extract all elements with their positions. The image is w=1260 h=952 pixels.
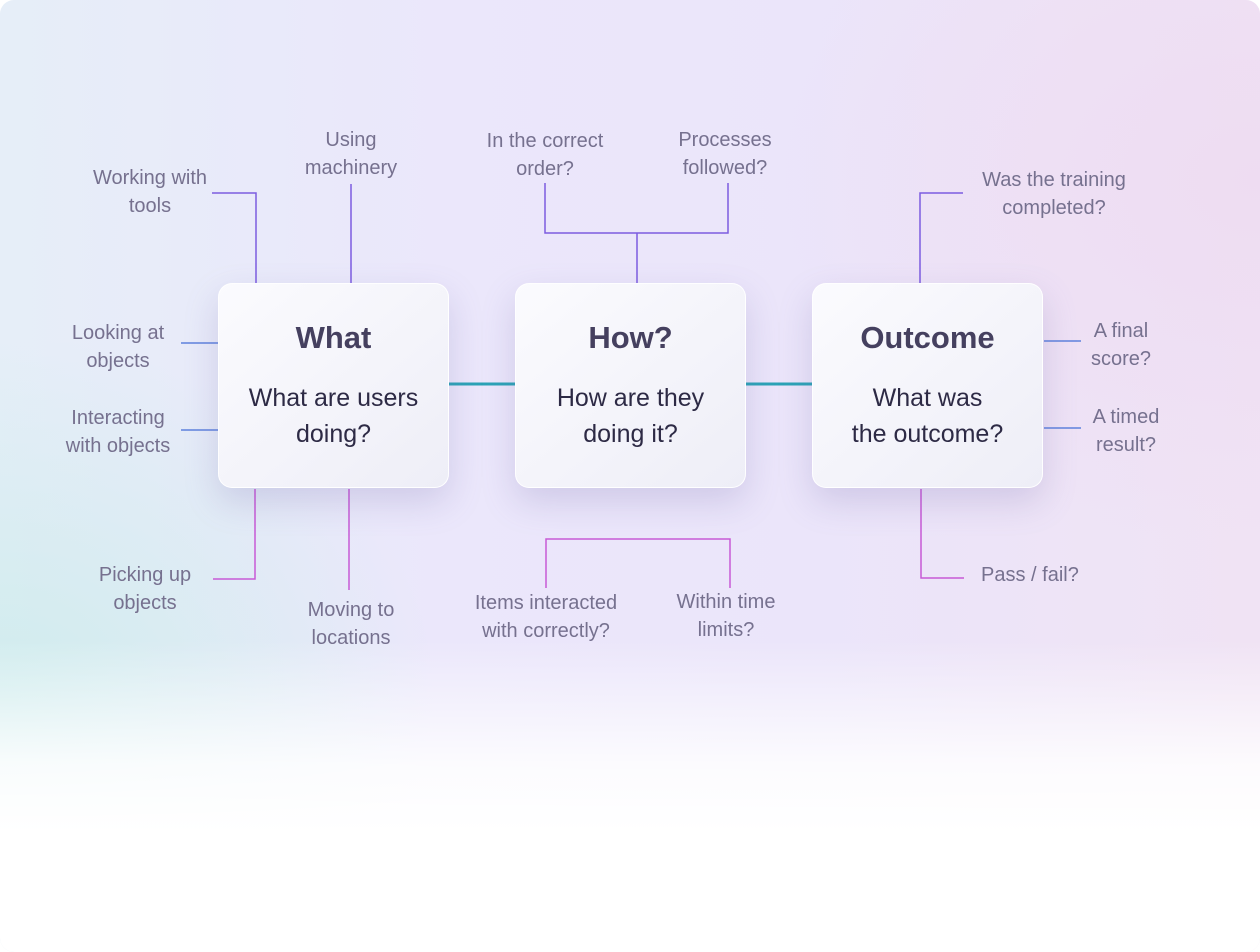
what-box: What What are users doing? (218, 283, 449, 488)
line-training-completed (919, 192, 963, 283)
bottom-fade (0, 640, 1260, 952)
how-box-question: How are they doing it? (556, 384, 705, 448)
outcome-box-title: Outcome (860, 320, 995, 355)
line-picking-up (213, 489, 256, 580)
label-picking-up-objects: Picking up objects (98, 564, 192, 614)
label-timed-result: A timed result? (1092, 406, 1160, 456)
label-interacting-with-objects: Interacting with objects (65, 407, 171, 457)
outcome-box: Outcome What was the outcome? (812, 283, 1043, 488)
label-moving-to-locations: Moving to locations (307, 599, 395, 649)
line-pass-fail (920, 489, 964, 579)
what-box-question: What are users doing? (248, 384, 419, 448)
label-processes-followed: Processes followed? (678, 129, 772, 179)
what-box-title: What (295, 320, 372, 355)
label-correct-order: In the correct order? (486, 130, 604, 180)
label-final-score: A final score? (1090, 320, 1152, 370)
how-box-title: How? (588, 320, 673, 355)
label-looking-at-objects: Looking at objects (71, 322, 165, 372)
how-box: How? How are they doing it? (515, 283, 746, 488)
label-working-with-tools: Working with tools (92, 167, 208, 217)
bracket-how-bottom (545, 538, 731, 588)
line-working-tools (212, 192, 257, 283)
label-using-machinery: Using machinery (304, 129, 398, 179)
outcome-box-question: What was the outcome? (851, 384, 1004, 448)
label-pass-fail: Pass / fail? (981, 564, 1079, 586)
label-within-time-limits: Within time limits? (676, 591, 776, 641)
label-training-completed: Was the training completed? (982, 169, 1126, 219)
label-items-interacted: Items interacted with correctly? (474, 592, 618, 642)
bracket-how-top (544, 183, 729, 234)
